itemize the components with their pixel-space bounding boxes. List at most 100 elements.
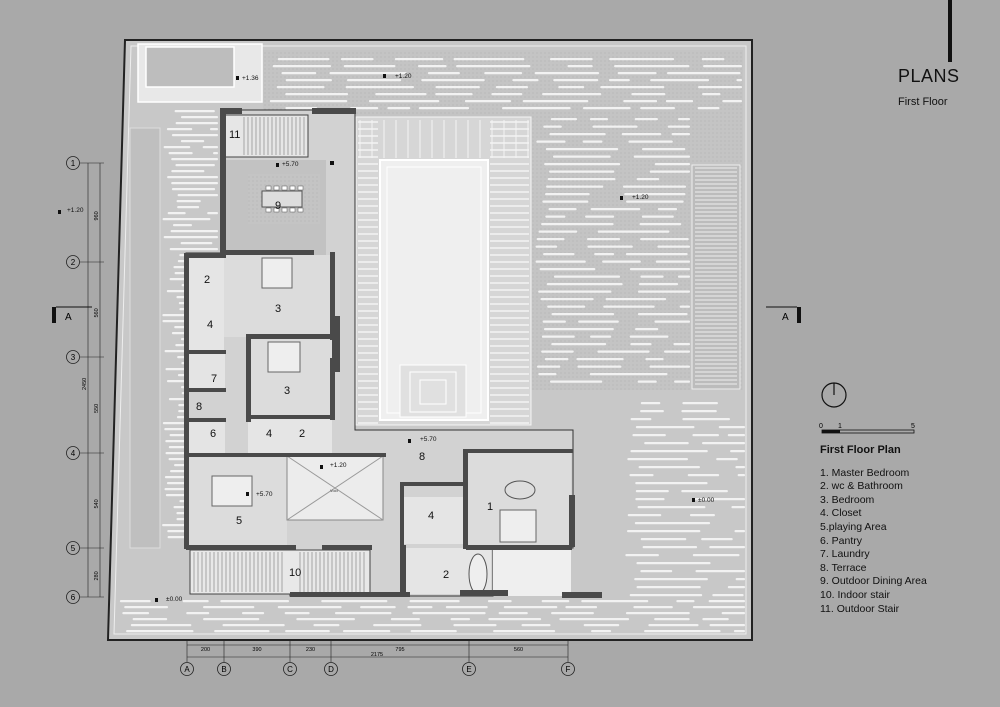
paving-strip — [583, 624, 620, 627]
paving-strip — [182, 600, 209, 603]
master-table — [504, 480, 536, 500]
paving-strip — [587, 245, 633, 248]
master-balcony — [493, 548, 571, 596]
paving-strip — [334, 612, 392, 615]
bath-2b — [285, 417, 332, 453]
paving-strip — [628, 140, 673, 143]
paving-strip — [617, 72, 657, 75]
paving-strip — [695, 570, 745, 573]
paving-strip — [635, 490, 669, 493]
bathtub — [468, 553, 488, 595]
paving-strip — [735, 578, 745, 581]
paving-strip — [708, 600, 745, 603]
closet-4a — [189, 315, 224, 350]
paving-strip — [605, 298, 667, 301]
paving-strip — [124, 606, 169, 609]
paving-strip — [167, 212, 186, 215]
paving-strips-top — [269, 58, 742, 110]
paving-strip — [635, 498, 665, 501]
paving-strip — [453, 58, 525, 61]
room-label-4a: 4 — [207, 319, 213, 331]
paving-strip — [368, 100, 440, 103]
paving-strip — [493, 630, 556, 633]
paving-strip — [214, 630, 270, 633]
closet-4c — [403, 497, 465, 544]
paving-strip — [285, 107, 318, 110]
paving-strip — [702, 93, 721, 96]
paving-strip — [162, 218, 211, 221]
paving-strip — [343, 65, 396, 68]
paving-strip — [640, 538, 687, 541]
pool-step-core — [419, 379, 447, 405]
legend-item-11: 11. Outdoor Stair — [820, 602, 900, 615]
paving-strip — [277, 58, 330, 61]
paving-strip — [730, 450, 745, 453]
grid-col-label: D — [328, 665, 334, 674]
paving-strip — [285, 93, 349, 96]
section-marker-right-bar — [797, 307, 801, 323]
paving-strip — [718, 426, 745, 429]
paving-strip — [637, 506, 706, 509]
chair — [281, 185, 288, 191]
paving-strip — [495, 86, 528, 89]
paving-strip — [435, 93, 473, 96]
room-label-11: 11 — [229, 129, 240, 141]
room-label-8b: 8 — [419, 451, 425, 463]
paving-strip — [284, 612, 310, 615]
paving-strip — [456, 65, 531, 68]
paving-strip — [171, 188, 216, 191]
paving-strip — [678, 118, 690, 121]
bed-3b — [267, 341, 301, 373]
paving-strip — [549, 133, 606, 136]
paving-strip — [132, 618, 168, 621]
paving-strip — [637, 313, 688, 316]
paving-strip — [539, 268, 596, 271]
dim-label: 280 — [94, 571, 100, 580]
scale-label-5: 5 — [911, 423, 915, 430]
scale-bar-fill — [822, 430, 840, 433]
legend-item-1: 1. Master Bedroom — [820, 466, 910, 479]
paving-strip — [544, 163, 621, 166]
paving-strip — [171, 170, 205, 173]
paving-strip — [698, 86, 742, 89]
grid-col-label: C — [287, 665, 293, 674]
paving-strip — [453, 624, 497, 627]
paving-strip — [636, 586, 701, 589]
legend-item-7: 7. Laundry — [820, 548, 870, 561]
paving-strip — [313, 624, 340, 627]
chair — [265, 207, 272, 213]
paving-strip — [546, 185, 604, 188]
paving-strip — [709, 624, 745, 627]
page-subtitle: First Floor — [898, 96, 948, 108]
paving-strip — [277, 606, 342, 609]
paving-strip — [551, 612, 594, 615]
paving-strip — [627, 514, 662, 517]
room-label-2b: 2 — [299, 428, 305, 440]
paving-strip — [390, 618, 420, 621]
paving-strip — [535, 245, 558, 248]
level-west: +1.20 — [67, 207, 84, 214]
paving-strip — [644, 442, 689, 445]
paving-strip — [681, 490, 728, 493]
paving-strip — [734, 530, 745, 533]
paving-strip — [629, 594, 703, 597]
paving-strip — [722, 100, 742, 103]
section-marker-left-bar — [52, 307, 56, 323]
paving-strip — [645, 358, 664, 361]
paving-strip — [621, 133, 662, 136]
paving-strip — [488, 618, 542, 621]
paving-strip — [421, 79, 485, 82]
paving-strip — [502, 107, 571, 110]
bed-3a — [261, 257, 293, 289]
paving-strip — [589, 373, 668, 376]
paving-strip — [546, 283, 623, 286]
paving-strip — [169, 248, 218, 251]
room-label-2a: 2 — [204, 274, 210, 286]
paving-strip — [597, 350, 650, 353]
room-label-5: 5 — [236, 515, 242, 527]
paving-strip — [373, 624, 422, 627]
paving-strip — [180, 242, 213, 245]
paving-strip — [542, 320, 566, 323]
paving-strip — [180, 116, 218, 119]
paving-strip — [536, 140, 566, 143]
